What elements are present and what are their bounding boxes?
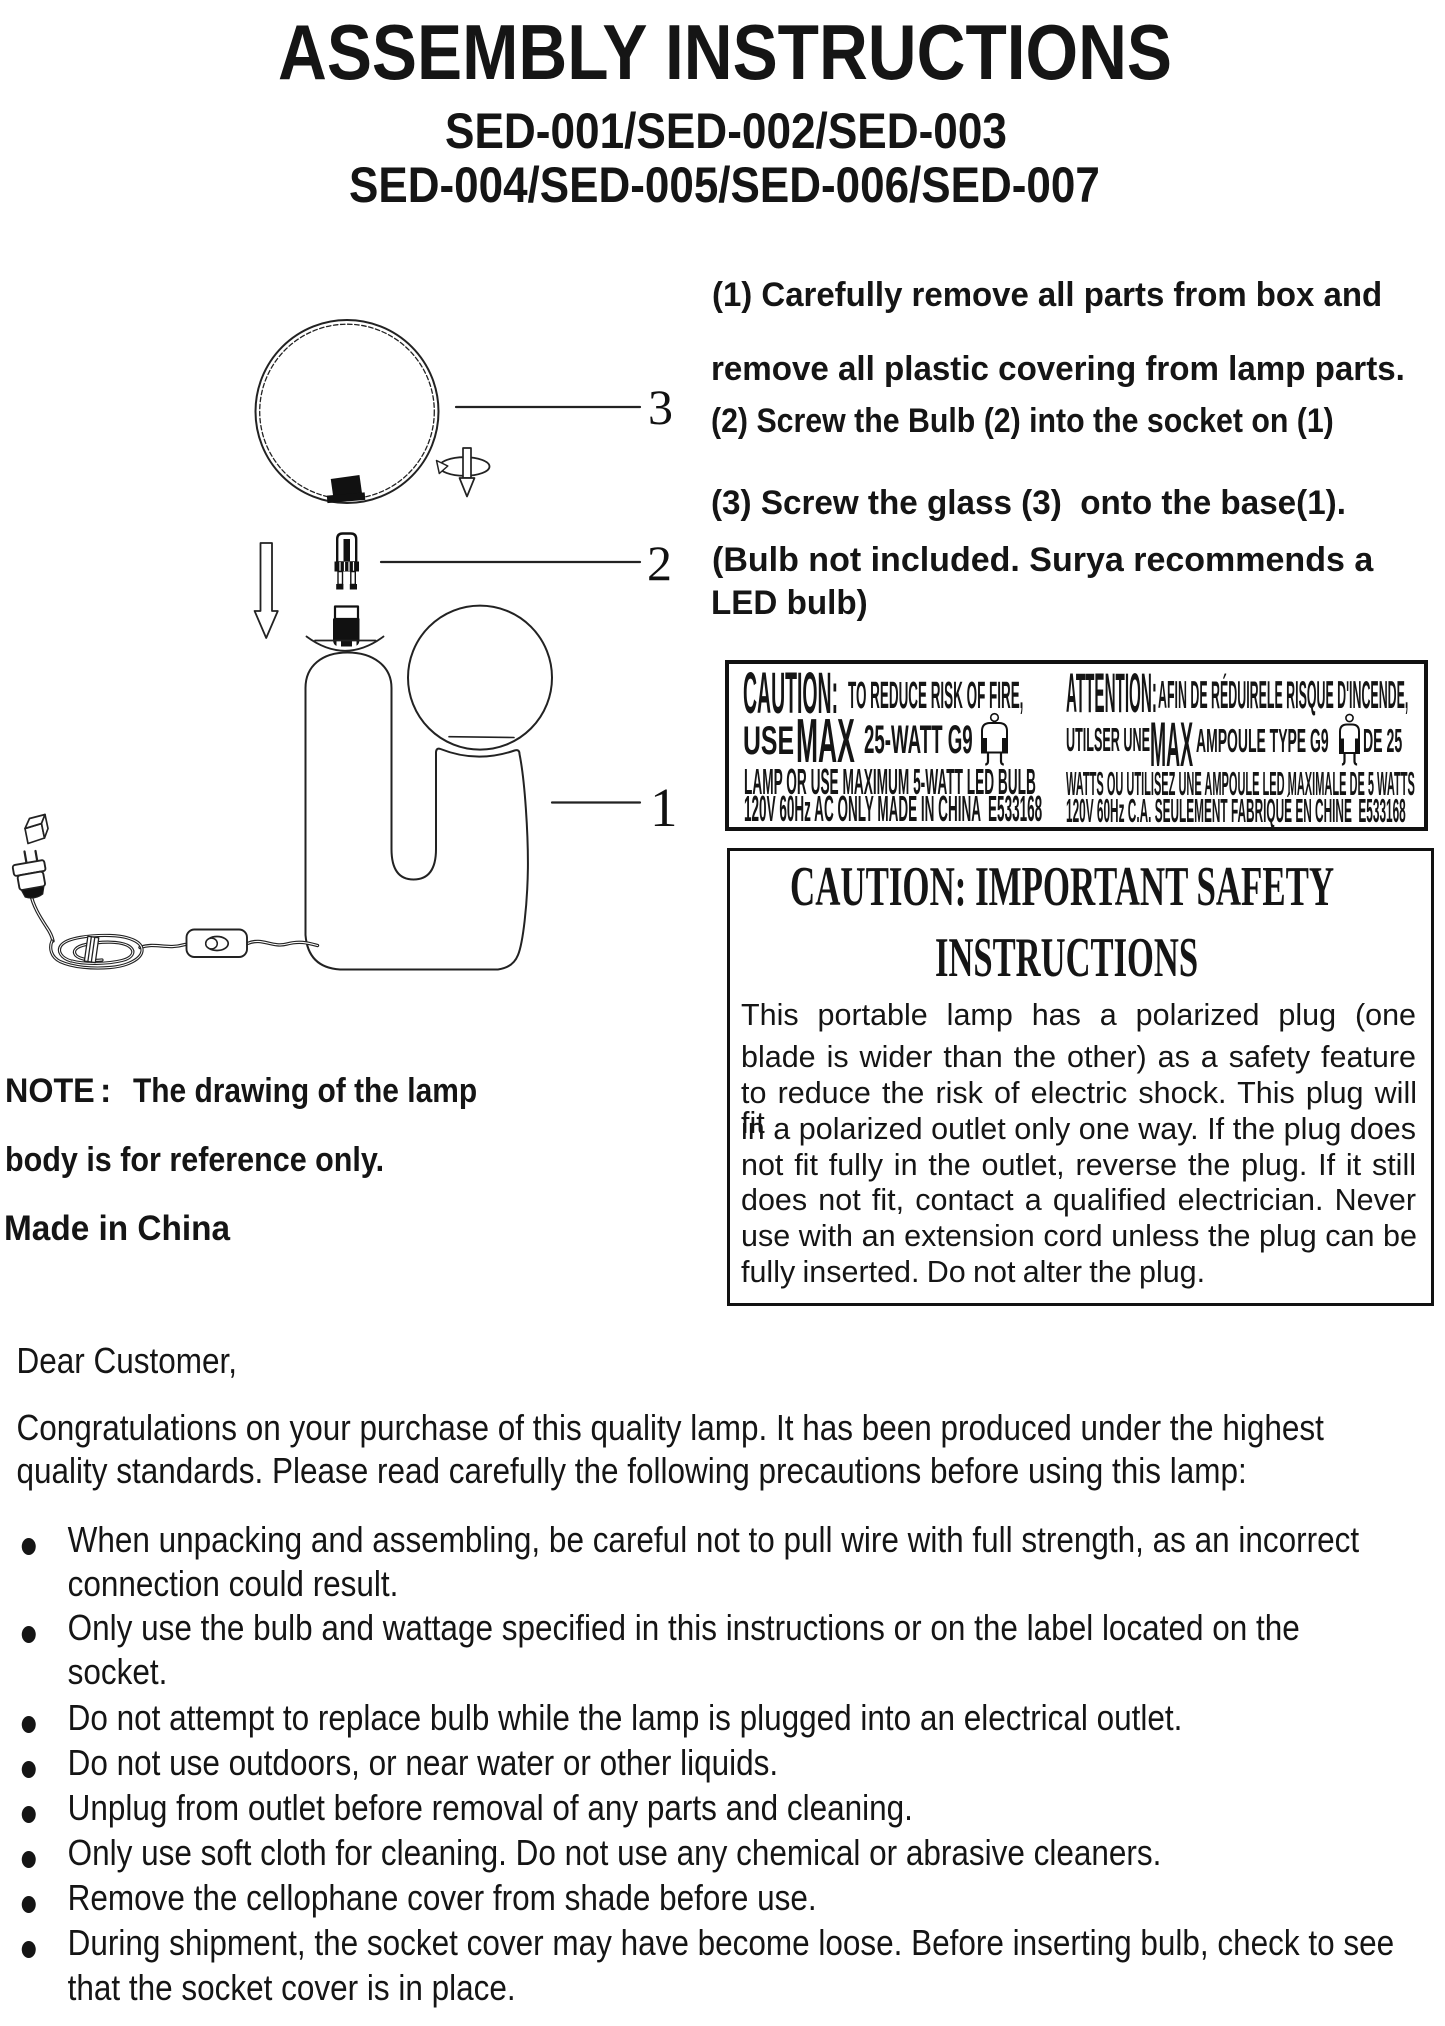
svg-text:1: 1: [650, 777, 678, 838]
svg-text:2: 2: [647, 535, 672, 591]
svg-text:3: 3: [648, 379, 673, 435]
